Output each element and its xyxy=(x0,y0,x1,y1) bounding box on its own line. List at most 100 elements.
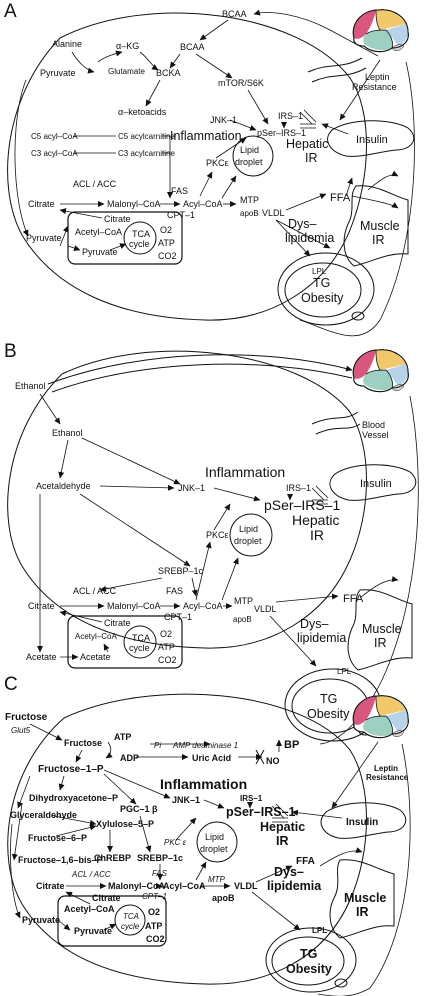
obesity-label-c: Obesity xyxy=(286,962,332,976)
mtor-label: mTOR/S6K xyxy=(218,78,264,88)
obesity-label-b: Obesity xyxy=(307,707,350,721)
fructose-top-label: Fructose xyxy=(5,712,48,723)
vldl-label-b: VLDL xyxy=(254,604,277,614)
acetate-in-label-b: Acetate xyxy=(80,652,111,662)
tg-label-a: TG xyxy=(313,276,330,290)
droplet-label-b: droplet xyxy=(234,536,262,546)
acetyl-label-a: Acetyl–CoA xyxy=(75,227,122,237)
pkc-label-a: PKCε xyxy=(206,158,229,168)
inflammation-label-a: Inflammation xyxy=(170,129,242,143)
dys-label-b: Dys– xyxy=(300,617,329,631)
vessel-line-b2 xyxy=(315,423,361,435)
c3-acylcarnitine-label: C3 acylcarnitine xyxy=(118,149,175,158)
ampdeam-label: AMP deaminase 1 xyxy=(172,741,238,750)
muscle-outline-b xyxy=(347,589,413,671)
dys-label-c: Dys– xyxy=(274,865,304,879)
bcka-label: BCKA xyxy=(156,68,181,78)
glut5-label: Glut5 xyxy=(11,726,31,735)
insulin-receptor-c xyxy=(271,803,289,823)
brain-icon-c xyxy=(352,695,409,739)
liver-outline-c xyxy=(7,693,367,985)
muscle-ir-label-a: IR xyxy=(372,233,385,247)
o2-label-b: O2 xyxy=(160,629,172,639)
vessel-label: Vessel xyxy=(362,430,389,440)
malonyl-label-a: Malonyl–CoA xyxy=(107,199,161,209)
tca-cycle-c xyxy=(114,904,146,936)
srebp-label-c: SREBP–1c xyxy=(137,853,183,863)
acetate-label-b: Acetate xyxy=(26,652,57,662)
obesity-label-a: Obesity xyxy=(301,291,344,305)
tca-cycle-a xyxy=(123,221,157,255)
tg-label-b: TG xyxy=(320,692,337,706)
ir-label-c: IR xyxy=(276,834,289,848)
jnk-label-b: JNK–1 xyxy=(178,483,205,493)
tca-label-b: TCA xyxy=(132,633,150,643)
srebp-label-b: SREBP–1c xyxy=(158,566,204,576)
lpl-label-c: LPL xyxy=(312,926,327,935)
blood-label: Blood xyxy=(362,420,385,430)
pgc-label: PGC–1 β xyxy=(120,804,158,814)
acylcoa-label-c: Acyl–CoA xyxy=(163,881,206,891)
insulin-label-c: Insulin xyxy=(346,817,378,828)
lipidemia-label-c: lipidemia xyxy=(267,879,322,893)
citrate-label-c: Citrate xyxy=(36,881,65,891)
insulin-label-b: Insulin xyxy=(360,478,392,490)
adipose-inner-c xyxy=(271,936,345,986)
uric-acid-label: Uric Acid xyxy=(192,753,231,763)
lipid-label-a: Lipid xyxy=(240,145,259,155)
bcaa-top-label: BCAA xyxy=(222,9,247,19)
muscle-ir-label-b: IR xyxy=(374,636,387,650)
muscle-outline-c xyxy=(329,859,395,939)
mitochondrion-b xyxy=(67,615,183,669)
arrows-a xyxy=(14,9,415,337)
apob-label-b: apoB xyxy=(233,615,252,624)
leptin-label-a: Leptin xyxy=(365,72,390,82)
x5p-label: Xylulose–5–P xyxy=(96,819,154,829)
adp-label-c: ADP xyxy=(120,753,139,763)
apob-label-a: apoB xyxy=(240,209,259,218)
mtp-label-b: MTP xyxy=(234,596,253,606)
ir-label-a: IR xyxy=(305,151,318,165)
ketoacids-label: α–ketoacids xyxy=(118,107,167,117)
fas-label-a: FAS xyxy=(171,186,188,196)
atp-label-b: ATP xyxy=(158,642,175,652)
dys-label-a: Dys– xyxy=(288,217,317,231)
bcaa-label-a: BCAA xyxy=(180,42,205,52)
acl-label-a: ACL / ACC xyxy=(73,179,117,189)
acetyl-label-c: Acetyl–CoA xyxy=(64,904,115,914)
ethanol-label-b: Ethanol xyxy=(52,428,83,438)
insulin-label-a: Insulin xyxy=(356,134,388,146)
malonyl-label-c: Malonyl–CoA xyxy=(108,881,166,891)
co2-label-b: CO2 xyxy=(158,655,177,665)
panel-a: A Leptin Resistance BCAA Alanine α–KG BC… xyxy=(4,1,415,337)
acylcoa-label-b: Acyl–CoA xyxy=(183,601,223,611)
no-label-c: NO xyxy=(266,756,280,766)
akg-label: α–KG xyxy=(116,41,139,51)
tca-label-c: TCA xyxy=(123,912,139,921)
ffa-label-a: FFA xyxy=(330,192,351,204)
citrate-label-b: Citrate xyxy=(28,601,55,611)
pser-label-c: pSer–IRS–1 xyxy=(226,805,296,819)
citrate-label-a: Citrate xyxy=(28,199,55,209)
pancreas-b xyxy=(329,464,417,501)
lipidemia-label-a: lipidemia xyxy=(285,231,334,245)
f16bp-label: Fructose–1,6–bis–P xyxy=(18,855,103,865)
insulin-receptor-a xyxy=(299,109,317,129)
pyruvate-in-label-c: Pyruvate xyxy=(74,926,112,936)
fructose-label-c: Fructose xyxy=(64,738,102,748)
leptin-label-c: Leptin xyxy=(374,764,398,773)
adipose-nucleus-c xyxy=(334,978,348,988)
adipose-outer-a xyxy=(277,252,375,326)
adipose-nucleus-a xyxy=(351,311,365,321)
lipidemia-label-b: lipidemia xyxy=(297,631,346,645)
pyruvate-top-label-a: Pyruvate xyxy=(40,68,76,78)
brain-icon-a xyxy=(352,9,409,53)
pancreas-a xyxy=(327,120,415,157)
vldl-label-a: VLDL xyxy=(262,208,285,218)
pi-label-c: Pi xyxy=(154,741,161,750)
o2-label-c: O2 xyxy=(148,907,160,917)
pser-label-a: pSer–IRS–1 xyxy=(257,128,306,138)
tg-label-c: TG xyxy=(300,947,317,961)
liver-outline-b xyxy=(7,350,367,649)
